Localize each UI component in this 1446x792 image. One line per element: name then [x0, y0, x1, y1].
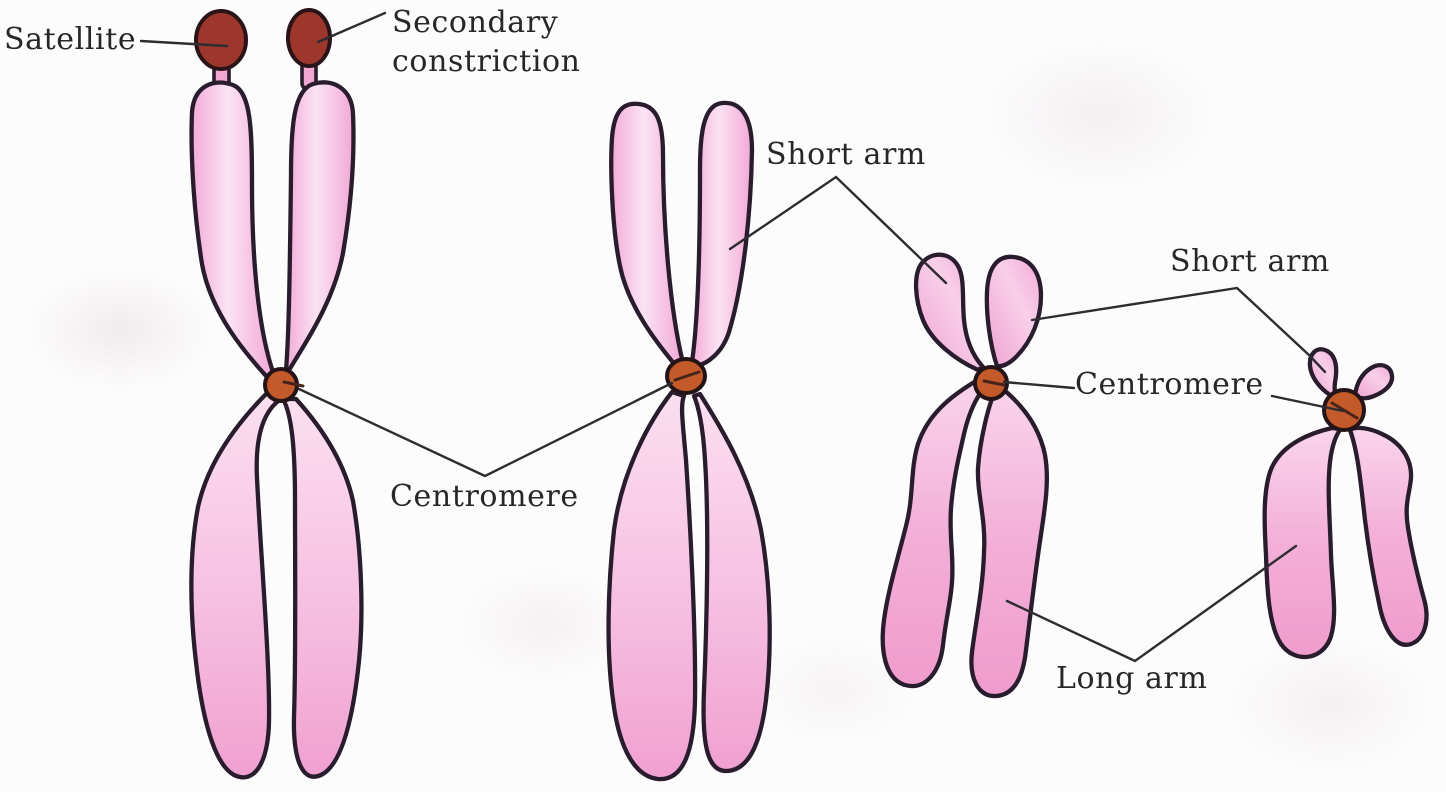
satellite-pointer-line	[139, 39, 229, 48]
long-arm-left	[1262, 425, 1344, 660]
centromere-right-pointer-line-left	[1002, 380, 1076, 390]
short-arm-top-label: Short arm	[766, 137, 926, 172]
short-arm-right-label: Short arm	[1170, 244, 1330, 279]
centromere-right-label: Centromere	[1075, 367, 1264, 402]
lower-left-arm	[189, 389, 284, 780]
chromosome-acrocentric	[1262, 347, 1429, 660]
centromere-left-pointer-line	[297, 381, 674, 478]
secondary-constriction-label: Secondary constriction	[392, 5, 581, 79]
upper-left-arm	[189, 80, 276, 380]
lower-left-arm	[606, 389, 698, 782]
long-arm-right	[969, 383, 1050, 699]
centromere-left-label: Centromere	[390, 479, 579, 514]
lower-right-arm	[280, 396, 364, 779]
secondary-constriction-pointer-line	[316, 11, 387, 44]
short-arm-right	[984, 254, 1044, 369]
upper-right-arm	[689, 100, 755, 369]
long-arm-label: Long arm	[1056, 661, 1208, 696]
centromere-1-shading	[282, 380, 305, 388]
short-arm-right-pointer-line	[1030, 286, 1327, 374]
satellite-knob-left	[194, 9, 248, 71]
chromosome-metacentric	[606, 100, 772, 782]
long-arm-pointer-line	[1005, 544, 1298, 663]
short-arm-top-pointer-line	[728, 175, 948, 285]
chromosome-submetacentric	[880, 252, 1050, 699]
long-arm-right	[1347, 425, 1429, 647]
centromere-2-shading	[673, 370, 701, 382]
short-arm-left	[1307, 347, 1340, 399]
centromere-3-shading	[982, 379, 1006, 387]
lower-right-arm	[691, 391, 772, 774]
centromere-right-pointer-line-right	[1270, 394, 1345, 413]
satellite-label: Satellite	[4, 22, 137, 57]
short-arm-left	[913, 252, 986, 373]
pointer-lines	[139, 11, 1345, 663]
chromosome-satellited	[189, 8, 364, 780]
centromere-4-shading	[1330, 401, 1359, 420]
short-arm-right	[1352, 363, 1395, 401]
upper-right-arm	[283, 80, 356, 375]
upper-left-arm	[609, 101, 686, 369]
long-arm-left	[880, 378, 987, 689]
satellite-knob-right	[286, 8, 332, 68]
